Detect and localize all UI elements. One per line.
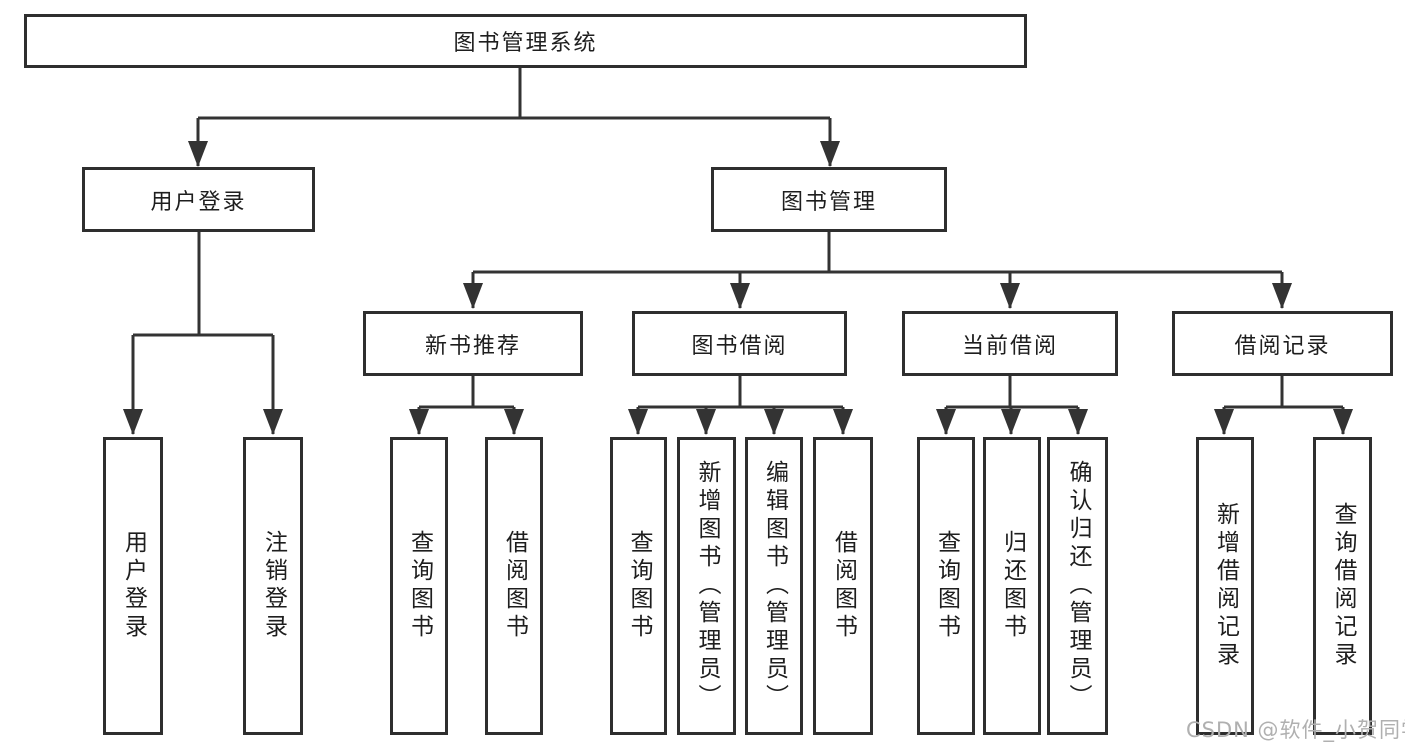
node-new-book-recommendation: 新书推荐 xyxy=(363,311,583,376)
node-leaf-add-borrow-record: 新增借阅记录 xyxy=(1196,437,1254,735)
leaf-label: 新增图书（管理员） xyxy=(694,460,720,712)
leaf-label: 确认归还（管理员） xyxy=(1065,460,1091,712)
node-leaf-query-books-3: 查询图书 xyxy=(917,437,975,735)
node-leaf-user-login: 用户登录 xyxy=(103,437,163,735)
node-leaf-query-books-1: 查询图书 xyxy=(390,437,448,735)
node-leaf-query-books-2: 查询图书 xyxy=(610,437,667,735)
leaf-label: 用户登录 xyxy=(120,530,147,642)
node-leaf-logout: 注销登录 xyxy=(243,437,303,735)
node-leaf-confirm-return-admin: 确认归还（管理员） xyxy=(1047,437,1108,735)
node-leaf-edit-books-admin: 编辑图书（管理员） xyxy=(745,437,803,735)
leaf-label: 归还图书 xyxy=(999,530,1026,642)
leaf-label: 查询借阅记录 xyxy=(1330,502,1356,670)
node-user-login: 用户登录 xyxy=(82,167,315,232)
node-leaf-borrow-books-2: 借阅图书 xyxy=(813,437,873,735)
node-leaf-borrow-books-1: 借阅图书 xyxy=(485,437,543,735)
node-book-borrowing: 图书借阅 xyxy=(632,311,847,376)
node-leaf-return-books: 归还图书 xyxy=(983,437,1041,735)
node-book-management: 图书管理 xyxy=(711,167,947,232)
leaf-label: 编辑图书（管理员） xyxy=(761,460,788,712)
node-current-borrowing: 当前借阅 xyxy=(902,311,1118,376)
node-root-system: 图书管理系统 xyxy=(24,14,1027,68)
node-leaf-query-borrow-record: 查询借阅记录 xyxy=(1313,437,1372,735)
csdn-watermark: CSDN @软件_小贺同学 xyxy=(1186,718,1405,742)
leaf-label: 注销登录 xyxy=(260,530,287,642)
leaf-label: 新增借阅记录 xyxy=(1212,502,1239,670)
node-leaf-add-books-admin: 新增图书（管理员） xyxy=(677,437,736,735)
leaf-label: 查询图书 xyxy=(406,530,433,642)
node-borrowing-records: 借阅记录 xyxy=(1172,311,1393,376)
leaf-label: 查询图书 xyxy=(933,530,960,642)
leaf-label: 查询图书 xyxy=(626,530,652,642)
leaf-label: 借阅图书 xyxy=(501,530,528,642)
leaf-label: 借阅图书 xyxy=(830,530,857,642)
